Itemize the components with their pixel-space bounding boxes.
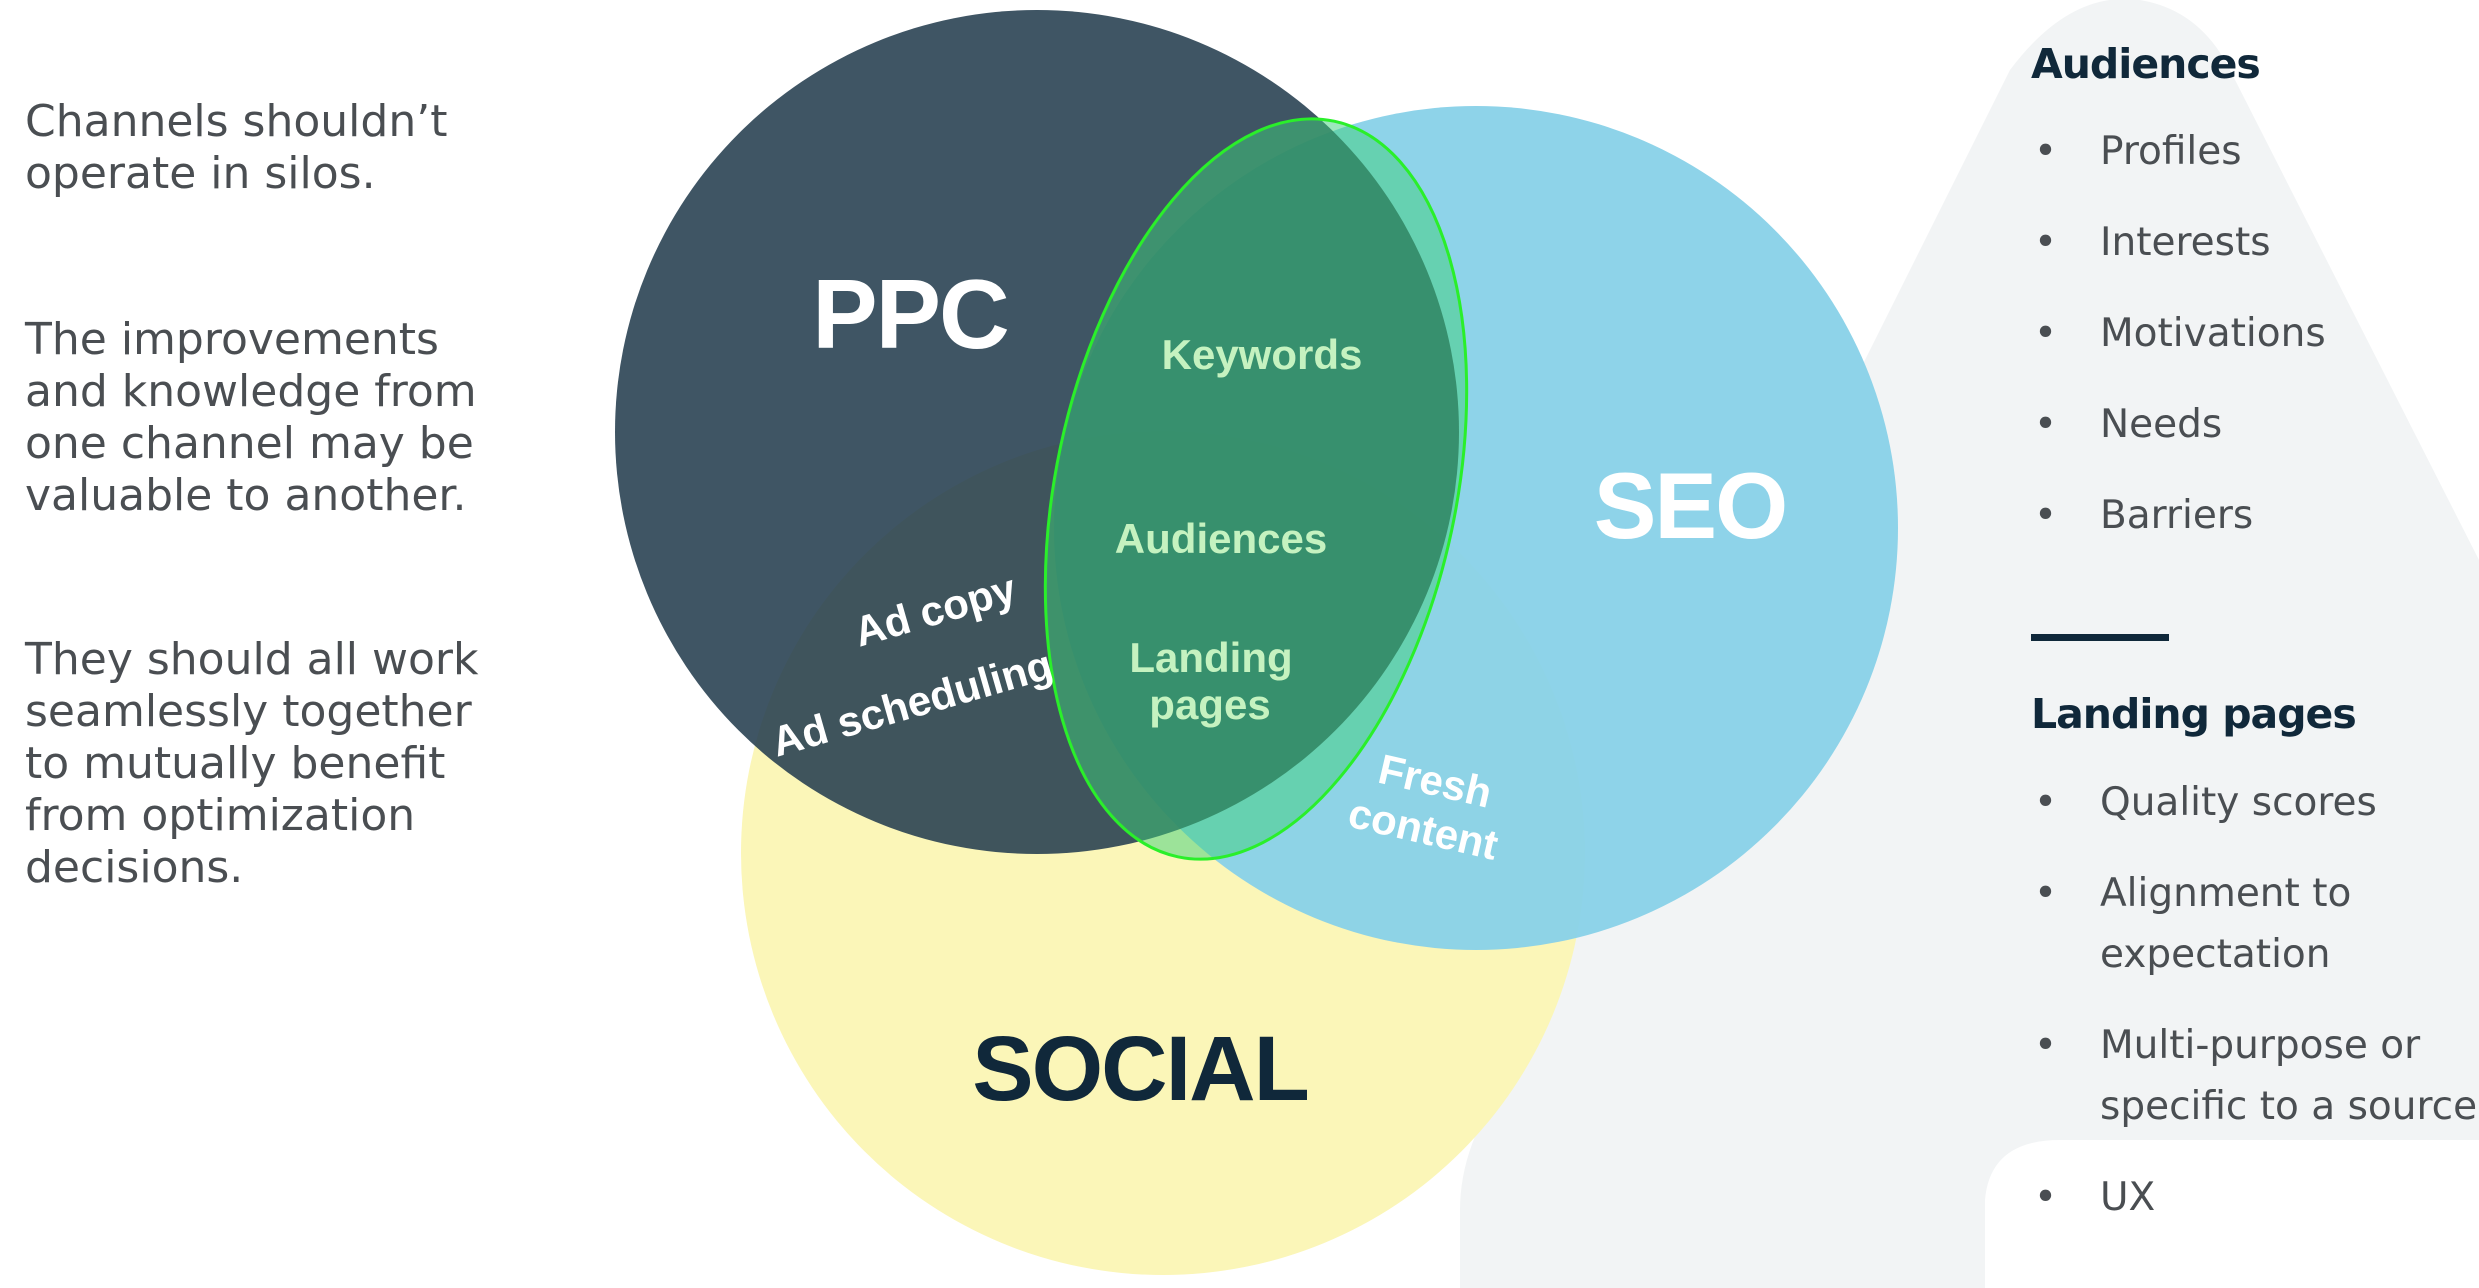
landing-pages-label-line1: Landing: [1129, 634, 1292, 681]
seo-label: SEO: [1594, 453, 1787, 558]
overlap-highlight-ellipse: [1043, 117, 1469, 861]
bullet-icon: •: [2034, 311, 2058, 356]
list-item: • Needs: [2031, 394, 2326, 455]
bullet-icon: •: [2034, 493, 2058, 538]
keywords-label: Keywords: [1162, 331, 1363, 378]
bullet-icon: •: [2034, 1023, 2058, 1068]
landing-pages-label-line2: pages: [1149, 681, 1270, 728]
list-item-label: Profiles: [2100, 129, 2242, 174]
list-item-label-line1: Multi-purpose or: [2100, 1023, 2421, 1068]
list-item-label: Motivations: [2100, 311, 2326, 356]
intro-paragraph-2: The improvements and knowledge from one …: [25, 314, 477, 521]
intro-paragraph-3: They should all work seamlessly together…: [25, 634, 479, 893]
list-item-label: UX: [2100, 1175, 2156, 1220]
social-label: SOCIAL: [972, 1018, 1308, 1120]
list-item-label: Interests: [2100, 220, 2271, 265]
bullet-icon: •: [2034, 780, 2058, 825]
list-item-label-line1: Alignment to: [2100, 871, 2352, 916]
bullet-icon: •: [2034, 129, 2058, 174]
list-item: • Profiles: [2031, 121, 2326, 182]
list-item-label: Quality scores: [2100, 780, 2377, 825]
bullet-icon: •: [2034, 1175, 2058, 1220]
list-item: • UX: [2031, 1167, 2477, 1228]
bullet-icon: •: [2034, 402, 2058, 447]
intro-paragraph-1: Channels shouldn’t operate in silos.: [25, 96, 448, 199]
landing-pages-heading: Landing pages: [2031, 690, 2357, 738]
audiences-list: • Profiles • Interests • Motivations • Needs…: [2031, 121, 2326, 576]
bullet-icon: •: [2034, 871, 2058, 916]
audiences-heading: Audiences: [2031, 40, 2261, 88]
list-item-label-line2: specific to a source: [2100, 1084, 2478, 1129]
list-item: • Interests: [2031, 212, 2326, 273]
list-item-label: Needs: [2100, 402, 2223, 447]
list-item: • Alignment to expectation: [2031, 863, 2477, 985]
list-item-label: Barriers: [2100, 493, 2254, 538]
list-item: • Barriers: [2031, 485, 2326, 546]
section-divider: [2031, 634, 2169, 641]
bullet-icon: •: [2034, 220, 2058, 265]
landing-pages-list: • Quality scores • Alignment to expectation…: [2031, 772, 2477, 1258]
audiences-label: Audiences: [1115, 515, 1327, 562]
list-item: • Multi-purpose or specific to a source: [2031, 1015, 2477, 1137]
list-item-label-line2: expectation: [2100, 932, 2331, 977]
ppc-label: PPC: [812, 259, 1008, 369]
list-item: • Quality scores: [2031, 772, 2477, 833]
list-item: • Motivations: [2031, 303, 2326, 364]
